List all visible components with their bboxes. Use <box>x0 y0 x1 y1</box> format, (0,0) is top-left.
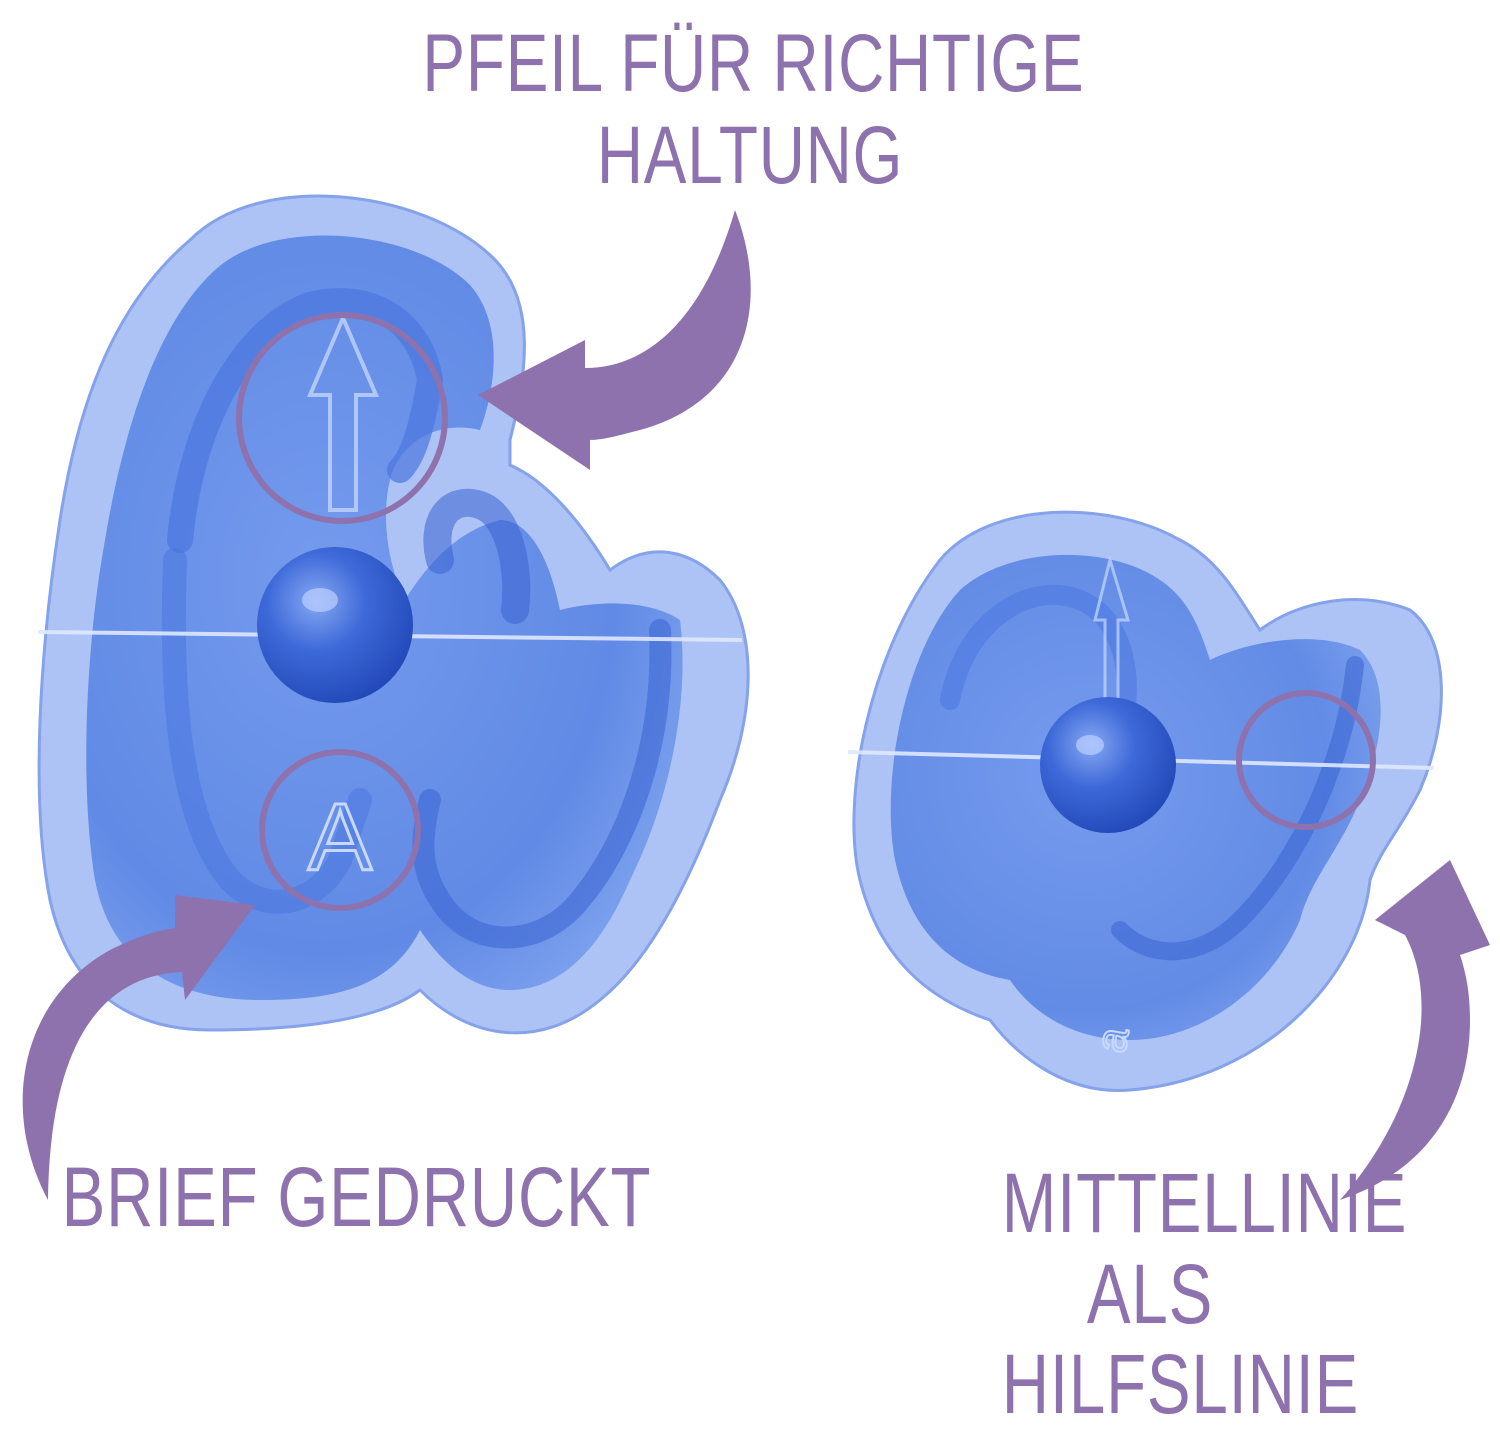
label-midline-guide: MITTELLINIE ALS HILFSLINIE <box>1001 1156 1408 1432</box>
large-guide-letter: A <box>308 784 372 891</box>
small-guide-ball-highlight <box>1076 735 1104 755</box>
arrow-bottom-left-icon <box>22 895 255 1200</box>
small-guide-ball <box>1040 697 1176 833</box>
label-line: MITTELLINIE <box>1001 1156 1408 1250</box>
small-guide-groove-2 <box>1111 656 1364 961</box>
label-line: ALS <box>1086 1246 1214 1341</box>
highlight-circle-midline <box>1236 690 1376 830</box>
arrow-top-icon <box>478 210 751 470</box>
highlight-circle-arrow <box>236 312 448 524</box>
large-guide-groove-3 <box>412 619 672 949</box>
label-line: PFEIL FÜR RICHTIGE <box>422 18 1085 109</box>
large-guide-groove-2 <box>161 548 372 914</box>
label-arrow-posture: PFEIL FÜR RICHTIGE HALTUNG <box>422 18 1085 202</box>
label-line: BRIEF GEDRUCKT <box>61 1150 652 1244</box>
embossed-arrow-icon <box>306 312 380 512</box>
large-guide-ball <box>257 547 413 703</box>
large-writing-guide: A <box>37 194 750 1035</box>
highlight-circle-letter <box>259 749 421 911</box>
large-guide-slot <box>423 488 531 624</box>
label-letter-printed: BRIEF GEDRUCKT <box>61 1150 652 1244</box>
label-line: HALTUNG <box>596 109 904 201</box>
large-guide-ball-highlight <box>302 588 338 612</box>
label-line: HILFSLINIE <box>1001 1337 1360 1432</box>
large-guide-groove <box>167 288 443 553</box>
arrow-bottom-right-icon <box>1340 860 1490 1200</box>
small-writing-guide: a <box>847 510 1443 1092</box>
